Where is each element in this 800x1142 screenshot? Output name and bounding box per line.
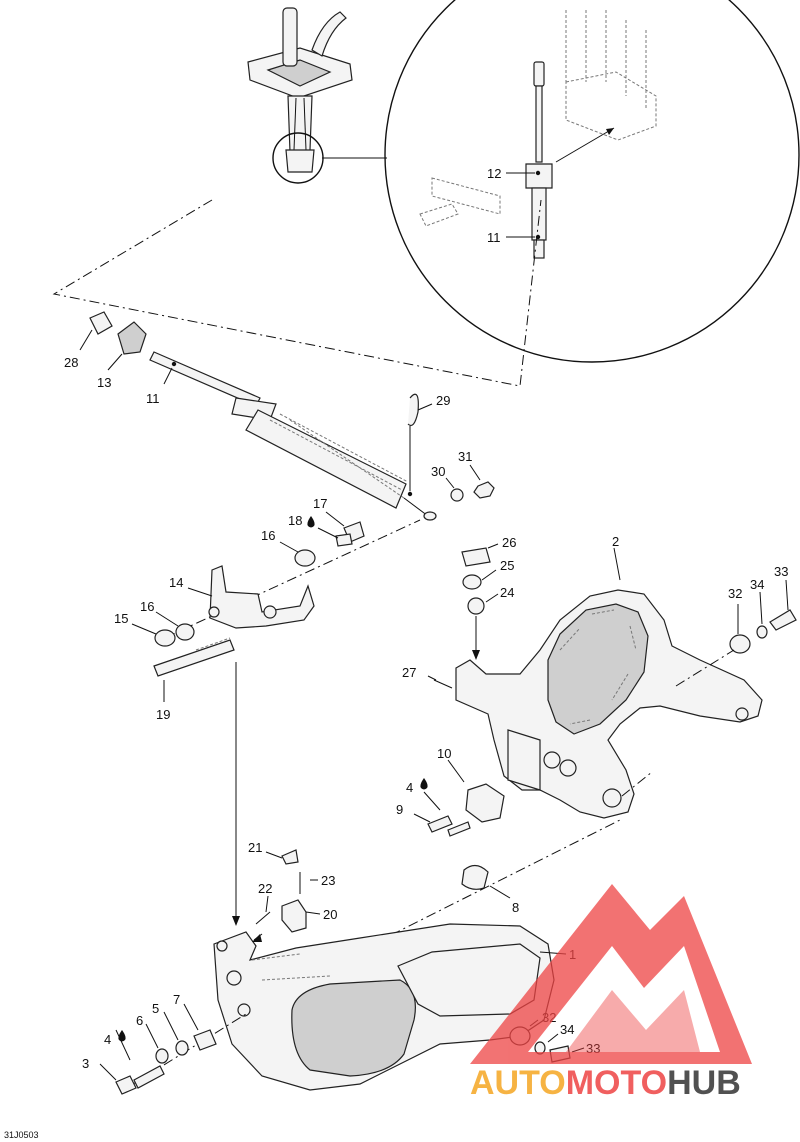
oil-drop-icon	[420, 778, 428, 790]
slider-block	[461, 547, 491, 567]
bushing-lower	[175, 623, 195, 641]
washer-right	[756, 625, 768, 639]
plate	[465, 783, 505, 823]
diagram-code: 31J0503	[4, 1130, 39, 1140]
watermark-text: AUTOMOTOHUB	[470, 1064, 741, 1102]
screw-9	[427, 815, 453, 833]
callout-31: 31	[458, 449, 472, 464]
callout-30: 30	[431, 464, 445, 479]
nut	[473, 481, 495, 499]
bushing-right	[729, 634, 751, 654]
callout-7: 7	[173, 992, 180, 1007]
bushing-8	[461, 864, 489, 890]
bolt-3	[115, 1075, 137, 1095]
callout-11: 11	[146, 391, 160, 406]
watermark-logo	[470, 884, 752, 1064]
washer	[450, 488, 464, 502]
callout-5: 5	[152, 1001, 159, 1016]
callout-6: 6	[136, 1013, 143, 1028]
callout-4-lower: 4	[104, 1032, 111, 1047]
callout-9: 9	[396, 802, 403, 817]
callout-3: 3	[82, 1056, 89, 1071]
clip-21	[281, 849, 299, 865]
spacer-7	[193, 1029, 217, 1051]
callout-33-upper: 33	[774, 564, 788, 579]
callout-32-upper: 32	[728, 586, 742, 601]
callout-2: 2	[612, 534, 619, 549]
callout-34-upper: 34	[750, 577, 764, 592]
callout-13: 13	[97, 375, 111, 390]
lever-rod	[153, 639, 235, 677]
spacer	[462, 574, 482, 590]
callout-15: 15	[114, 611, 128, 626]
callout-22: 22	[258, 881, 272, 896]
steering-bracket	[455, 589, 763, 819]
washer-5	[175, 1040, 189, 1056]
sleeve	[467, 597, 485, 615]
oil-drop-icon	[118, 1030, 126, 1042]
washer-6	[155, 1048, 169, 1064]
callout-20: 20	[323, 907, 337, 922]
callout-24: 24	[500, 585, 514, 600]
reference-line-cable	[52, 199, 542, 387]
shift-lever-assembly	[247, 7, 353, 173]
detail-shift-cable-end	[419, 10, 657, 259]
callout-14: 14	[169, 575, 183, 590]
callout-18: 18	[288, 513, 302, 528]
callout-8: 8	[512, 900, 519, 915]
spring-clip	[407, 393, 419, 427]
callout-10: 10	[437, 746, 451, 761]
callout-16-lower: 16	[140, 599, 154, 614]
callout-25: 25	[500, 558, 514, 573]
callout-12: 12	[487, 166, 501, 181]
callout-17: 17	[313, 496, 327, 511]
reference-line-lever	[159, 519, 421, 641]
bolt-right	[769, 609, 797, 631]
callout-4-upper: 4	[406, 780, 413, 795]
latch-20	[281, 899, 307, 933]
callout-21: 21	[248, 840, 262, 855]
callout-29: 29	[436, 393, 450, 408]
screw-22	[255, 911, 271, 925]
cap	[154, 629, 176, 647]
shift-cable	[89, 311, 437, 521]
steering-housing	[213, 923, 555, 1091]
shift-lever-bracket	[209, 565, 315, 629]
callout-27: 27	[402, 665, 416, 680]
oil-drop-icon	[307, 516, 315, 528]
roll-pin	[433, 679, 453, 689]
callout-16: 16	[261, 528, 275, 543]
callout-23: 23	[321, 873, 335, 888]
callout-34-lower: 34	[560, 1022, 574, 1037]
callout-28: 28	[64, 355, 78, 370]
callout-19: 19	[156, 707, 170, 722]
callout-26: 26	[502, 535, 516, 550]
callout-11-detail: 11	[487, 230, 501, 245]
bushing-upper	[294, 549, 316, 567]
detail-callout-large	[384, 0, 800, 363]
